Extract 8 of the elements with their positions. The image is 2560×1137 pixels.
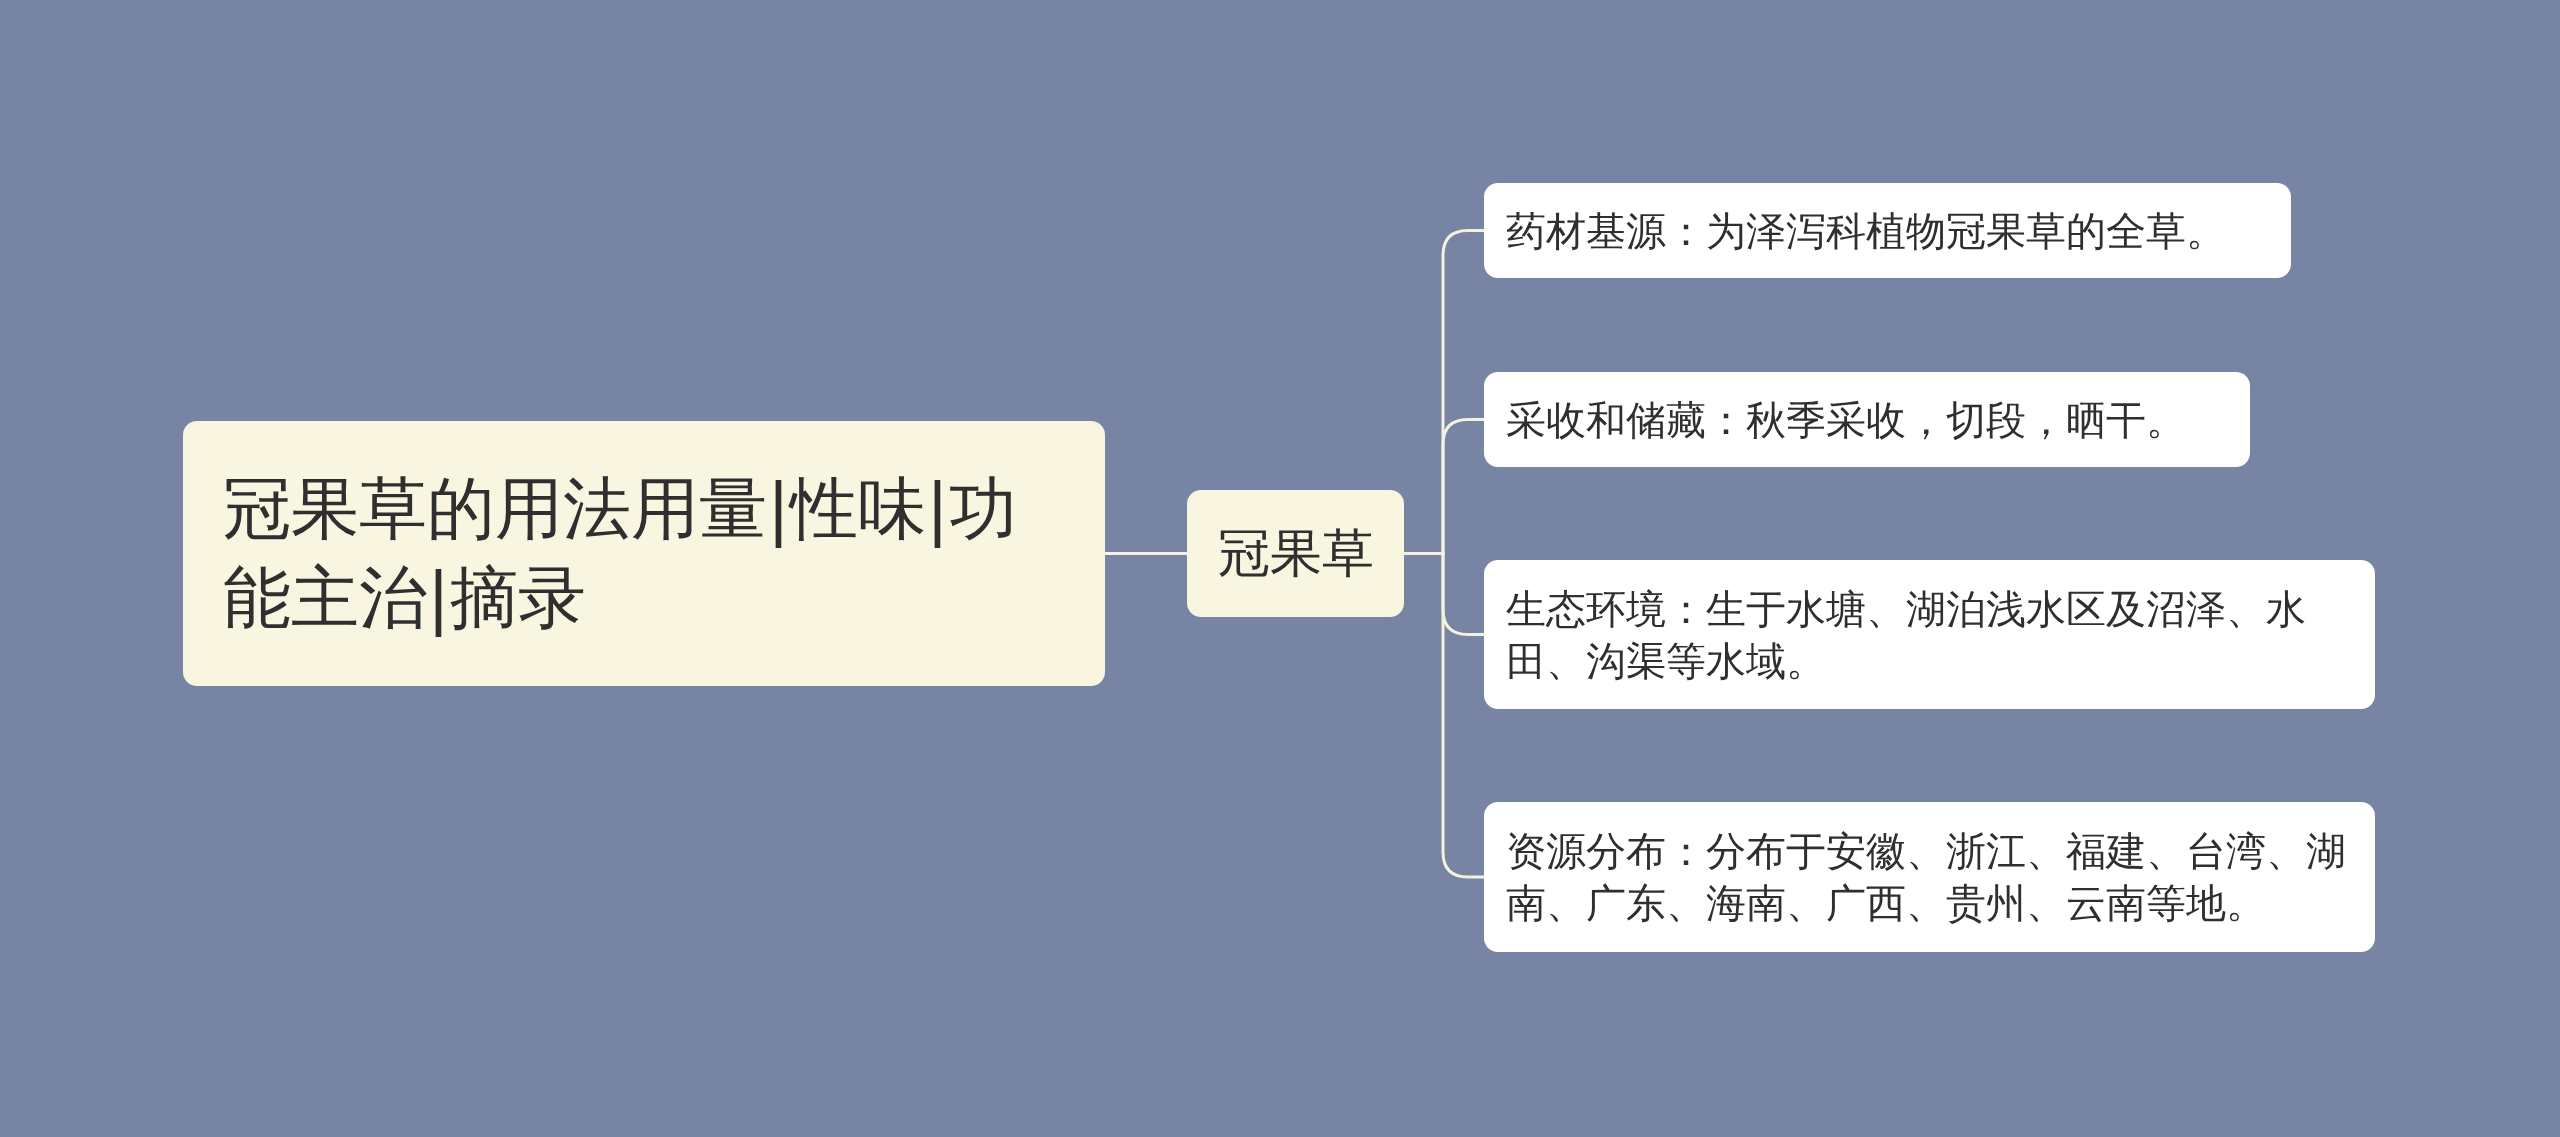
note-box: 生态环境：生于水塘、湖泊浅水区及沼泽、水田、沟渠等水域。	[1484, 560, 2375, 709]
connector-line	[1404, 552, 1484, 879]
subtopic-box: 冠果草	[1187, 490, 1404, 617]
note-box: 采收和储藏：秋季采收，切段，晒干。	[1484, 372, 2250, 467]
note-box: 药材基源：为泽泻科植物冠果草的全草。	[1484, 183, 2291, 278]
connector-line	[1105, 552, 1187, 555]
note-box: 资源分布：分布于安徽、浙江、福建、台湾、湖南、广东、海南、广西、贵州、云南等地。	[1484, 802, 2375, 952]
topic-box: 冠果草的用法用量|性味|功能主治|摘录	[183, 421, 1105, 686]
